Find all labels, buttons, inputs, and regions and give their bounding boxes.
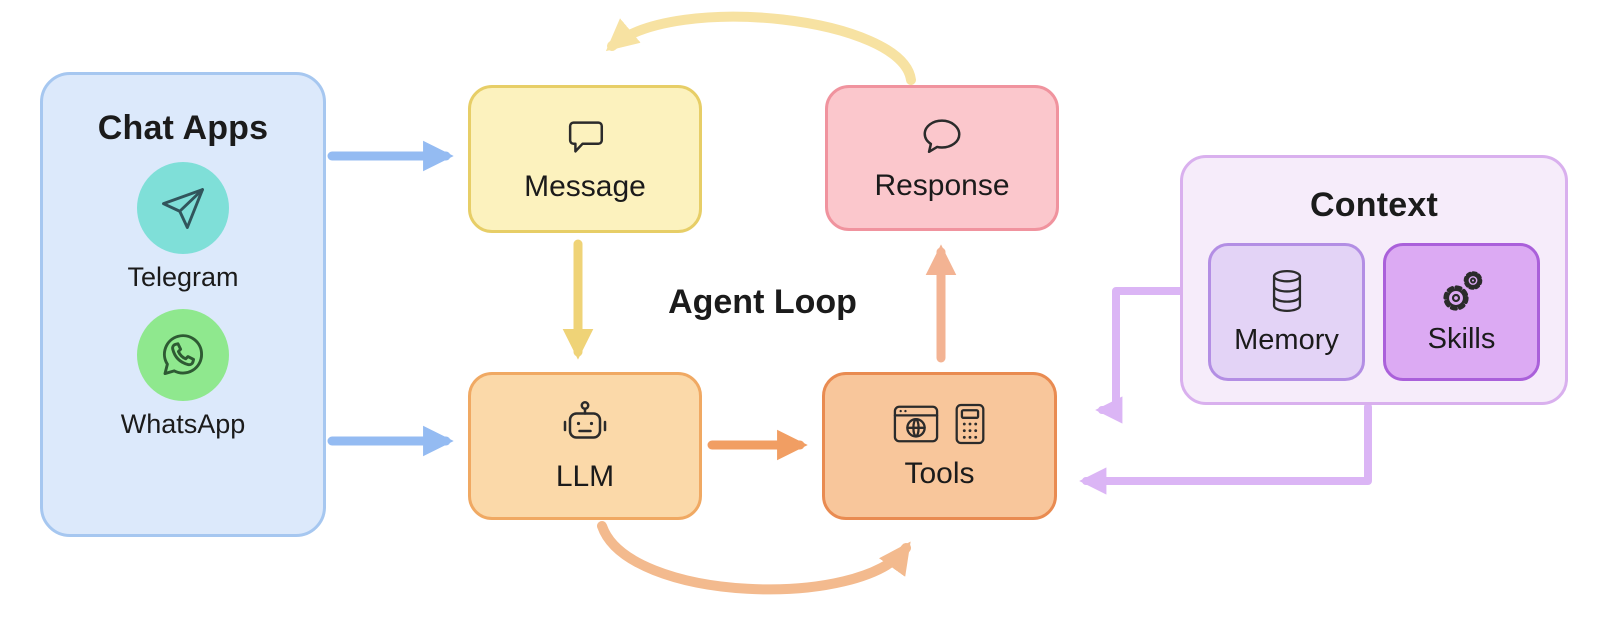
message-node: Message — [468, 85, 702, 233]
whatsapp-app: WhatsApp — [120, 309, 246, 440]
response-node: Response — [825, 85, 1059, 231]
context-panel: Context Memory — [1180, 155, 1568, 405]
tools-node: Tools — [822, 372, 1057, 520]
chat-apps-list: Telegram WhatsApp — [120, 162, 246, 440]
calculator-icon — [951, 401, 989, 452]
arrow-response-to-message-curve — [605, 11, 916, 85]
round-speech-bubble-icon — [919, 113, 965, 164]
telegram-app: Telegram — [127, 162, 239, 293]
robot-icon — [556, 398, 614, 455]
arrow-context-to-tools-upper — [1095, 287, 1184, 424]
telegram-icon — [136, 162, 229, 254]
database-icon — [1264, 267, 1310, 320]
llm-node: LLM — [468, 372, 702, 520]
tools-icons — [891, 401, 989, 452]
gears-icon — [1438, 268, 1486, 319]
browser-icon — [891, 401, 941, 452]
memory-node: Memory — [1208, 243, 1365, 381]
context-items: Memory Skills — [1208, 243, 1540, 381]
tools-label: Tools — [904, 457, 975, 490]
arrow-llm-to-tools-curve — [597, 521, 911, 595]
chat-apps-title: Chat Apps — [97, 109, 269, 147]
message-label: Message — [524, 170, 646, 203]
arrow-context-to-tools-lower — [1079, 403, 1372, 495]
telegram-label: Telegram — [127, 262, 239, 292]
whatsapp-label: WhatsApp — [120, 409, 246, 439]
chat-apps-panel: Chat Apps Telegram WhatsAp — [40, 72, 326, 537]
response-label: Response — [874, 169, 1010, 202]
memory-label: Memory — [1234, 324, 1339, 356]
skills-node: Skills — [1383, 243, 1540, 381]
speech-bubble-icon — [562, 114, 608, 165]
context-title: Context — [1310, 186, 1438, 224]
skills-label: Skills — [1427, 323, 1496, 355]
llm-label: LLM — [555, 460, 615, 493]
whatsapp-icon — [137, 309, 229, 401]
agent-loop-label: Agent Loop — [668, 283, 857, 321]
